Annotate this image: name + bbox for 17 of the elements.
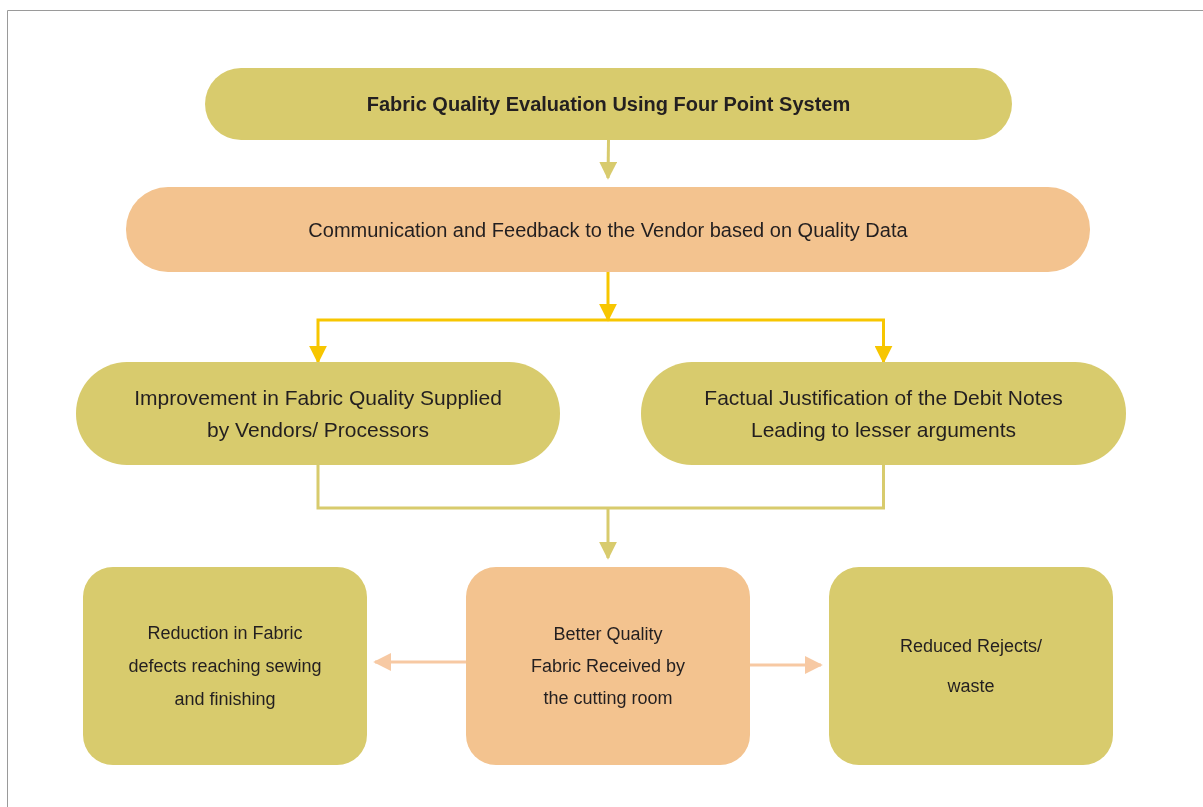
node-text: Fabric Quality Evaluation Using Four Point System: [366, 92, 851, 117]
process-box: [466, 567, 750, 765]
arrow: [750, 656, 823, 674]
node-text: Improvement in Fabric Quality Supplied by Vendors/ Processors: [133, 385, 503, 443]
node-text: Communication and Feedback to the Vendor based on Quality Data: [308, 217, 908, 243]
node-text: Better Quality Fabric Received by the cutting room: [529, 623, 687, 710]
process-box: [829, 567, 1113, 765]
node-text: Reduction in Fabric defects reaching sewing and finishing: [127, 621, 323, 711]
node-text: Factual Justification of the Debit Notes Leading to lesser arguments: [703, 385, 1064, 443]
arrow: [309, 318, 608, 364]
arrow: [373, 653, 466, 671]
arrow: [599, 139, 618, 180]
arrow: [599, 508, 617, 560]
node-text: Reduced Rejects/ waste: [898, 635, 1044, 698]
arrow: [599, 272, 617, 322]
arrow: [608, 318, 893, 364]
process-box: [83, 567, 367, 765]
